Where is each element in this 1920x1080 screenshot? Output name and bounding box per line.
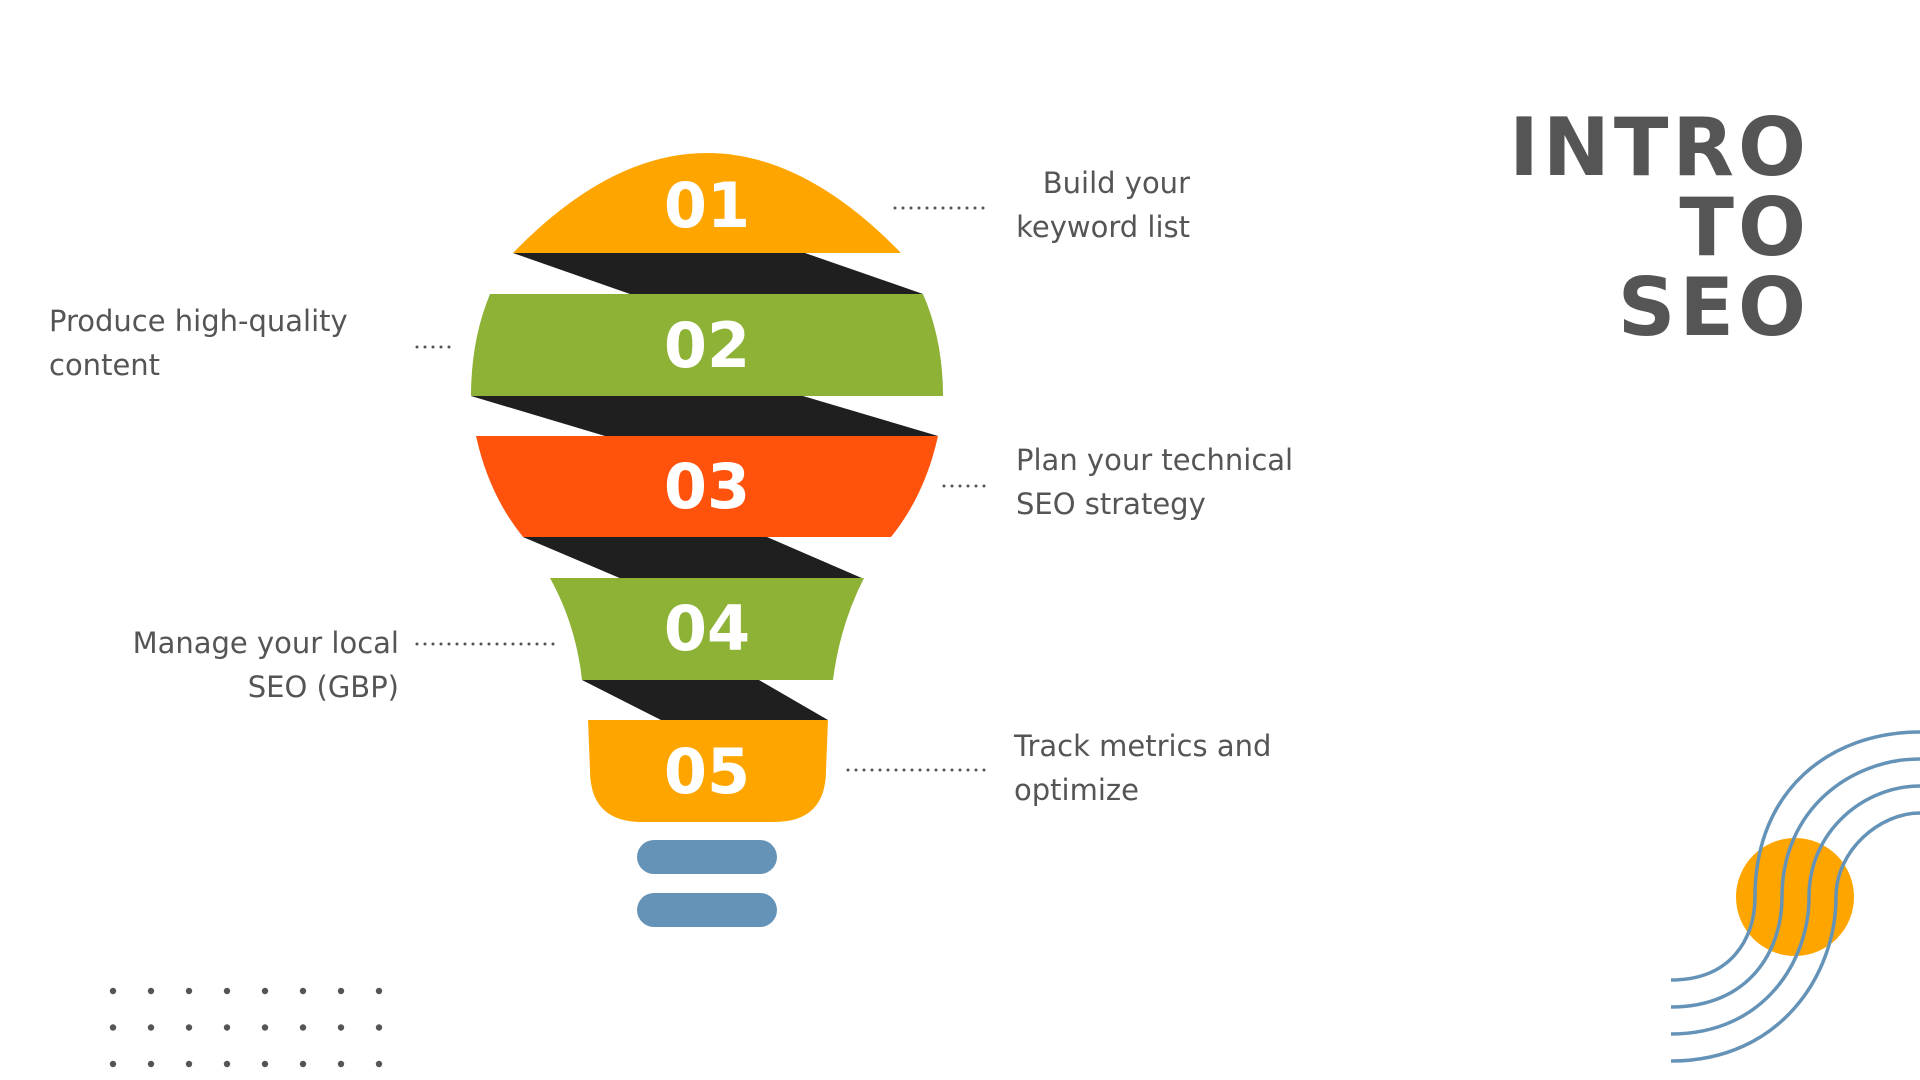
title-line: INTRO <box>1509 101 1810 194</box>
step-label-line: Build your <box>1042 166 1190 200</box>
page-title: INTRO TO SEO <box>1509 108 1810 348</box>
grid-dot <box>337 1060 345 1068</box>
grid-dot <box>147 987 155 995</box>
grid-dot <box>223 987 231 995</box>
grid-dot <box>223 1024 231 1031</box>
bulb-segment-05 <box>588 720 828 822</box>
step-label-03: Plan your technical SEO strategy <box>1016 438 1293 526</box>
grid-dot <box>261 1024 269 1031</box>
step-label-line: SEO strategy <box>1016 487 1206 521</box>
grid-dot <box>375 1060 383 1068</box>
step-number-01: 01 <box>664 169 750 242</box>
step-label-line: Plan your technical <box>1016 443 1294 477</box>
step-label-line: Produce high-quality <box>49 304 348 338</box>
bulb-segment-01 <box>513 153 901 253</box>
bulb-segment-04 <box>550 578 864 680</box>
bulb-base-bar <box>637 840 777 874</box>
step-label-02: Produce high-quality content <box>49 299 348 387</box>
step-number-03: 03 <box>664 450 750 523</box>
decorative-orange-circle <box>1736 838 1854 956</box>
decorative-wave-lines <box>1670 730 1920 1063</box>
grid-dot <box>337 1024 345 1031</box>
grid-dot <box>261 1060 269 1068</box>
step-number-02: 02 <box>664 309 750 382</box>
grid-dot <box>109 1060 117 1068</box>
title-line: TO <box>1679 181 1810 274</box>
grid-dot <box>375 1024 383 1031</box>
grid-dot <box>299 1024 307 1031</box>
step-label-01: Build your keyword list <box>1016 161 1190 249</box>
grid-dot <box>109 1024 117 1031</box>
grid-dot <box>223 1060 231 1068</box>
grid-dot <box>109 987 117 995</box>
step-label-line: optimize <box>1014 773 1139 807</box>
bulb-shadow-band <box>513 253 923 294</box>
grid-dot <box>261 987 269 995</box>
bulb-shadow-band <box>582 680 828 720</box>
step-label-04: Manage your local SEO (GBP) <box>133 621 399 709</box>
step-label-line: Manage your local <box>132 626 399 660</box>
step-label-line: content <box>49 348 161 382</box>
step-label-line: keyword list <box>1016 210 1190 244</box>
grid-dot <box>299 1060 307 1068</box>
grid-dot <box>337 987 345 995</box>
step-label-05: Track metrics and optimize <box>1014 724 1271 812</box>
bulb-segment-02 <box>471 294 943 396</box>
grid-dot <box>299 987 307 995</box>
decorative-dot-grid <box>109 987 383 1068</box>
grid-dot <box>147 1024 155 1031</box>
step-number-04: 04 <box>664 592 750 665</box>
grid-dot <box>147 1060 155 1068</box>
step-label-line: Track metrics and <box>1014 729 1272 763</box>
title-line: SEO <box>1617 261 1810 354</box>
grid-dot <box>185 1060 193 1068</box>
bulb-base-bar <box>637 893 777 927</box>
step-number-05: 05 <box>664 735 750 808</box>
bulb-shadow-band <box>471 396 938 436</box>
bulb-segment-03 <box>476 436 938 537</box>
grid-dot <box>185 987 193 995</box>
bulb-shadow-band <box>523 537 864 579</box>
grid-dot <box>185 1024 193 1031</box>
grid-dot <box>375 987 383 995</box>
step-label-line: SEO (GBP) <box>247 670 399 704</box>
